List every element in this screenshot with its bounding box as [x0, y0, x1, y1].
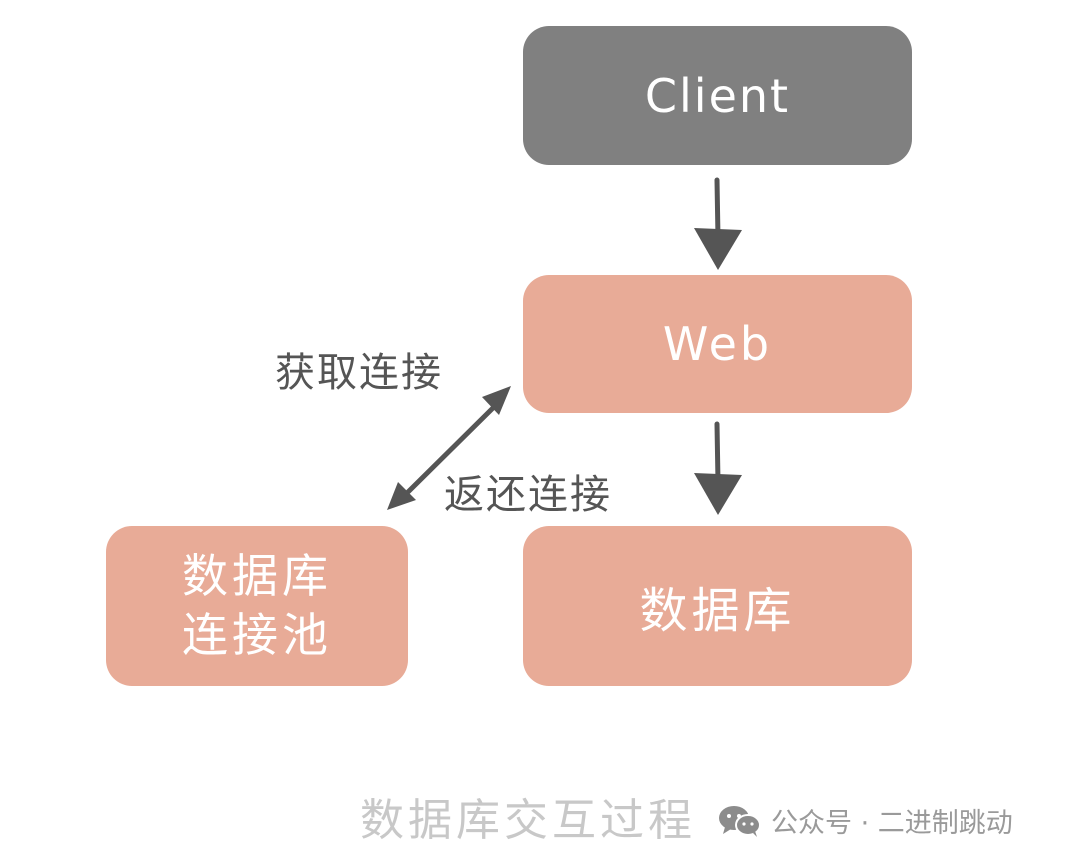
connection-pool-label-line1: 数据库 — [182, 549, 332, 604]
arrow-pool-web-double — [387, 386, 511, 510]
database-node-label: 数据库 — [639, 583, 796, 639]
client-node: Client — [523, 26, 912, 165]
web-node-label: Web — [662, 317, 773, 371]
arrow-client-to-web — [694, 177, 742, 270]
database-node: 数据库 — [523, 526, 912, 686]
web-node: Web — [523, 275, 912, 413]
watermark-text: 公众号 · 二进制跳动 — [771, 808, 1013, 839]
arrow-web-to-db — [694, 421, 742, 515]
watermark: 公众号 · 二进制跳动 — [717, 801, 1013, 840]
connection-pool-label-line2: 连接池 — [182, 608, 332, 662]
diagram-caption: 数据库交互过程 — [360, 795, 696, 846]
return-connection-label: 返还连接 — [444, 472, 612, 518]
connection-pool-node: 数据库 连接池 — [106, 526, 408, 686]
wechat-icon — [717, 804, 763, 838]
client-node-label: Client — [644, 68, 791, 123]
get-connection-label: 获取连接 — [275, 350, 443, 396]
